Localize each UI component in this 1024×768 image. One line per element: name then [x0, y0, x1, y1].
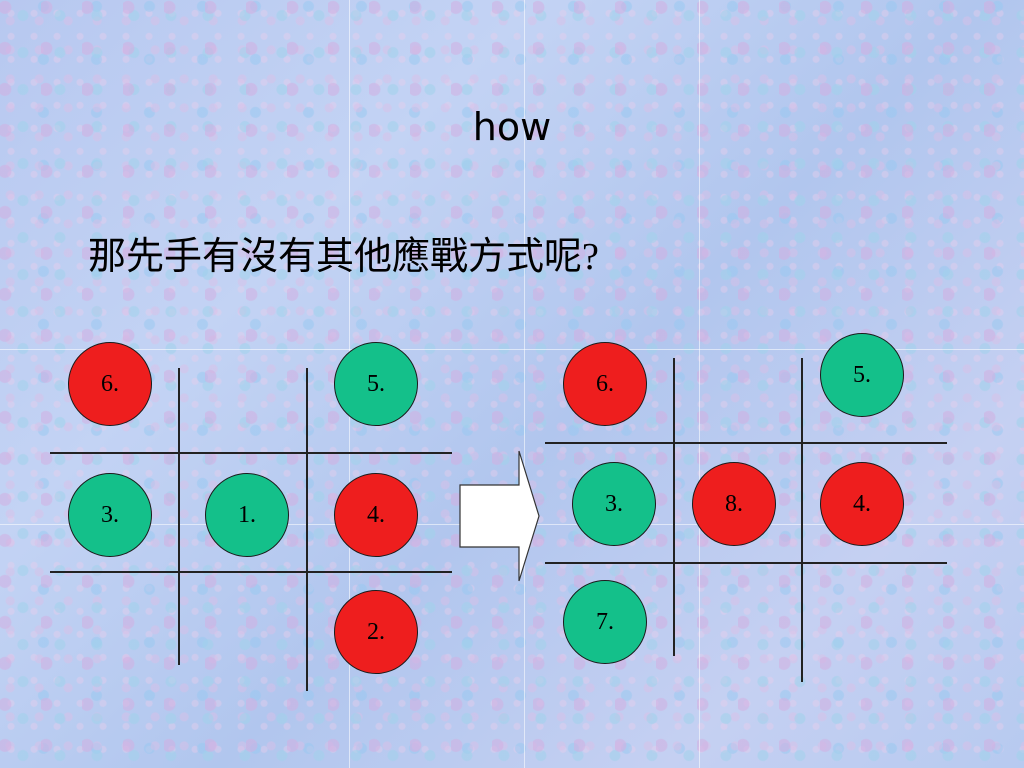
- move-label: 4.: [853, 490, 871, 517]
- grid-line-vertical: [801, 358, 803, 682]
- background-seam: [0, 349, 1024, 350]
- right-arrow-icon: [459, 450, 540, 582]
- slide-title: how: [472, 105, 552, 149]
- move-stone: 3.: [68, 473, 152, 557]
- move-stone: 5.: [334, 342, 418, 426]
- move-stone: 8.: [692, 462, 776, 546]
- move-stone: 6.: [563, 342, 647, 426]
- move-label: 3.: [101, 501, 119, 528]
- slide-question: 那先手有沒有其他應戰方式呢?: [88, 236, 599, 278]
- grid-line-vertical: [306, 368, 308, 691]
- move-label: 5.: [853, 361, 871, 388]
- move-label: 7.: [596, 608, 614, 635]
- move-stone: 1.: [205, 473, 289, 557]
- move-stone: 7.: [563, 580, 647, 664]
- grid-line-horizontal: [545, 562, 947, 564]
- move-stone: 2.: [334, 590, 418, 674]
- grid-line-vertical: [178, 368, 180, 665]
- move-label: 3.: [605, 490, 623, 517]
- move-label: 5.: [367, 370, 385, 397]
- background-seam: [524, 0, 525, 768]
- grid-line-horizontal: [50, 452, 452, 454]
- grid-line-horizontal: [50, 571, 452, 573]
- move-stone: 6.: [68, 342, 152, 426]
- move-stone: 4.: [820, 462, 904, 546]
- move-label: 2.: [367, 618, 385, 645]
- move-label: 4.: [367, 501, 385, 528]
- move-label: 6.: [596, 370, 614, 397]
- move-label: 6.: [101, 370, 119, 397]
- move-stone: 5.: [820, 333, 904, 417]
- move-stone: 4.: [334, 473, 418, 557]
- background-seam: [699, 0, 700, 768]
- move-label: 1.: [238, 501, 256, 528]
- move-label: 8.: [725, 490, 743, 517]
- grid-line-vertical: [673, 358, 675, 656]
- move-stone: 3.: [572, 462, 656, 546]
- grid-line-horizontal: [545, 442, 947, 444]
